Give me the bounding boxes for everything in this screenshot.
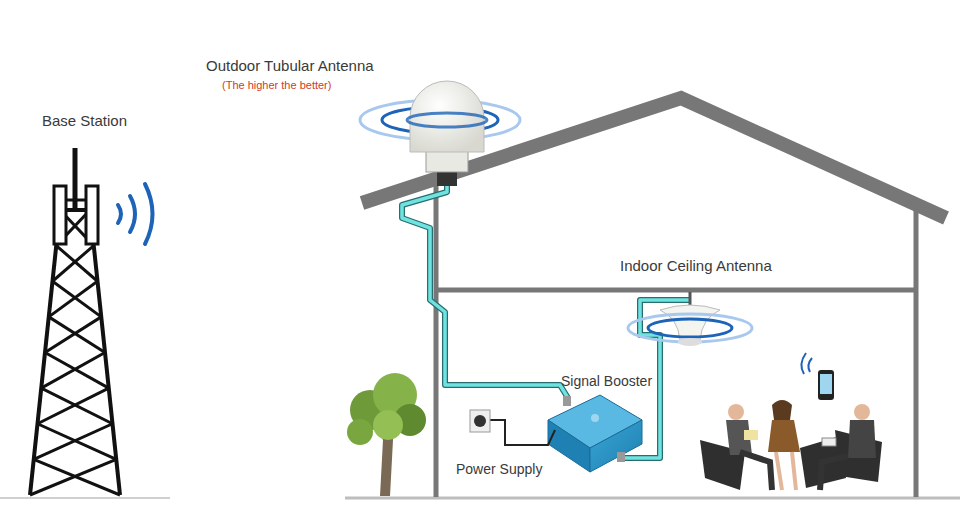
people-seated	[700, 400, 882, 490]
lattice-strut	[49, 281, 98, 317]
antenna-label: Indoor Ceiling Antenna	[620, 257, 772, 274]
ceiling-antenna	[628, 292, 752, 346]
antenna-label: Outdoor Tubular Antenna	[206, 57, 374, 74]
signal-booster	[548, 395, 642, 472]
lattice-strut	[45, 317, 101, 353]
outdoor-antenna	[360, 81, 520, 186]
coax-cable	[402, 182, 690, 458]
power-socket	[470, 410, 555, 445]
house-outline	[362, 98, 946, 497]
device-label: Power Supply	[456, 461, 542, 477]
lattice-strut	[56, 246, 97, 282]
lattice-strut	[30, 459, 116, 495]
lattice-strut	[41, 353, 105, 389]
lattice-strut	[53, 281, 102, 317]
lattice-strut	[53, 246, 94, 282]
lattice-strut	[38, 388, 109, 424]
base-station-tower	[30, 148, 120, 495]
lattice-strut	[38, 424, 117, 460]
tree	[347, 373, 426, 496]
ground-line	[0, 497, 170, 499]
device-label: Signal Booster	[561, 373, 652, 389]
radio-waves	[118, 184, 153, 244]
lattice-strut	[34, 424, 113, 460]
lattice-strut	[49, 317, 105, 353]
note-label: (The higher the better)	[222, 79, 331, 91]
lattice-strut	[45, 353, 109, 389]
station-label: Base Station	[42, 112, 127, 129]
mobile-phone	[801, 353, 834, 400]
lattice-strut	[41, 388, 112, 424]
